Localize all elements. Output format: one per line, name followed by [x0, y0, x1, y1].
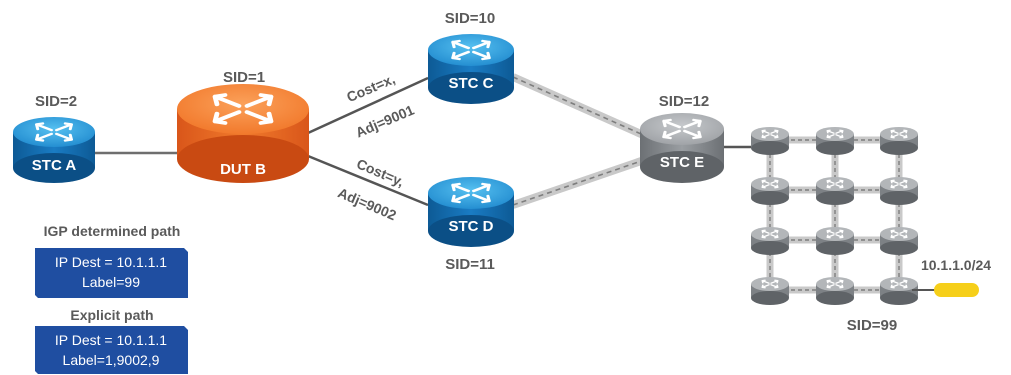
sid-label: SID=2 [35, 93, 77, 110]
router-stc-c[interactable]: STC C [428, 34, 514, 104]
router-stc-d[interactable]: STC D [428, 177, 514, 247]
link-label-b-d: Cost=y, Adj=9002 [336, 155, 407, 223]
grid-router-icon [816, 127, 854, 155]
sid-label: SID=1 [223, 69, 265, 86]
sid-label: SID=10 [445, 10, 495, 27]
grid-router-icon [816, 177, 854, 205]
router-icon [428, 177, 514, 247]
explicit-path-title: Explicit path [70, 307, 153, 323]
explicit-dest: IP Dest = 10.1.1.1 [55, 332, 167, 348]
sid-99-label: SID=99 [847, 317, 897, 334]
grid-router-icon [816, 277, 854, 305]
link-b-d [307, 154, 429, 207]
node-name: STC E [660, 154, 704, 171]
grid-router-icon [880, 277, 918, 305]
grid-router-icon [751, 177, 789, 205]
router-stc-e[interactable]: STC E [640, 113, 724, 183]
link-label-b-c: Cost=x, Adj=9001 [344, 71, 416, 141]
link-c-e [511, 73, 652, 142]
grid-router-icon [751, 127, 789, 155]
router-icon [177, 84, 309, 183]
prefix-label: 10.1.1.0/24 [921, 257, 991, 273]
igp-label: Label=99 [82, 274, 140, 290]
node-name: DUT B [220, 161, 266, 178]
grid-router-icon [751, 227, 789, 255]
explicit-path-box: IP Dest = 10.1.1.1 Label=1,9002,9 [35, 326, 188, 374]
router-stc-a[interactable]: STC A [13, 117, 95, 183]
node-name: STC D [449, 218, 494, 235]
grid-router-icon [816, 227, 854, 255]
grid-router-icon [880, 227, 918, 255]
cost-label: Cost=x, [344, 71, 397, 106]
node-name: STC C [449, 75, 494, 92]
node-name: STC A [32, 157, 77, 174]
router-grid [751, 127, 918, 305]
explicit-label: Label=1,9002,9 [63, 352, 160, 368]
router-icon [13, 117, 95, 183]
link-b-c [307, 76, 429, 135]
igp-path-title: IGP determined path [44, 223, 181, 239]
grid-router-icon [880, 127, 918, 155]
router-icon [428, 34, 514, 104]
sid-label: SID=12 [659, 93, 709, 110]
sid-label: SID=11 [445, 256, 495, 273]
router-dut-b[interactable]: DUT B [177, 84, 309, 183]
grid-router-icon [751, 277, 789, 305]
grid-router-icon [880, 177, 918, 205]
igp-dest: IP Dest = 10.1.1.1 [55, 254, 167, 270]
igp-path-box: IP Dest = 10.1.1.1 Label=99 [35, 248, 188, 298]
router-icon [640, 113, 724, 183]
links [95, 73, 768, 209]
link-d-e [511, 154, 652, 209]
prefix-pill-icon [934, 283, 979, 297]
